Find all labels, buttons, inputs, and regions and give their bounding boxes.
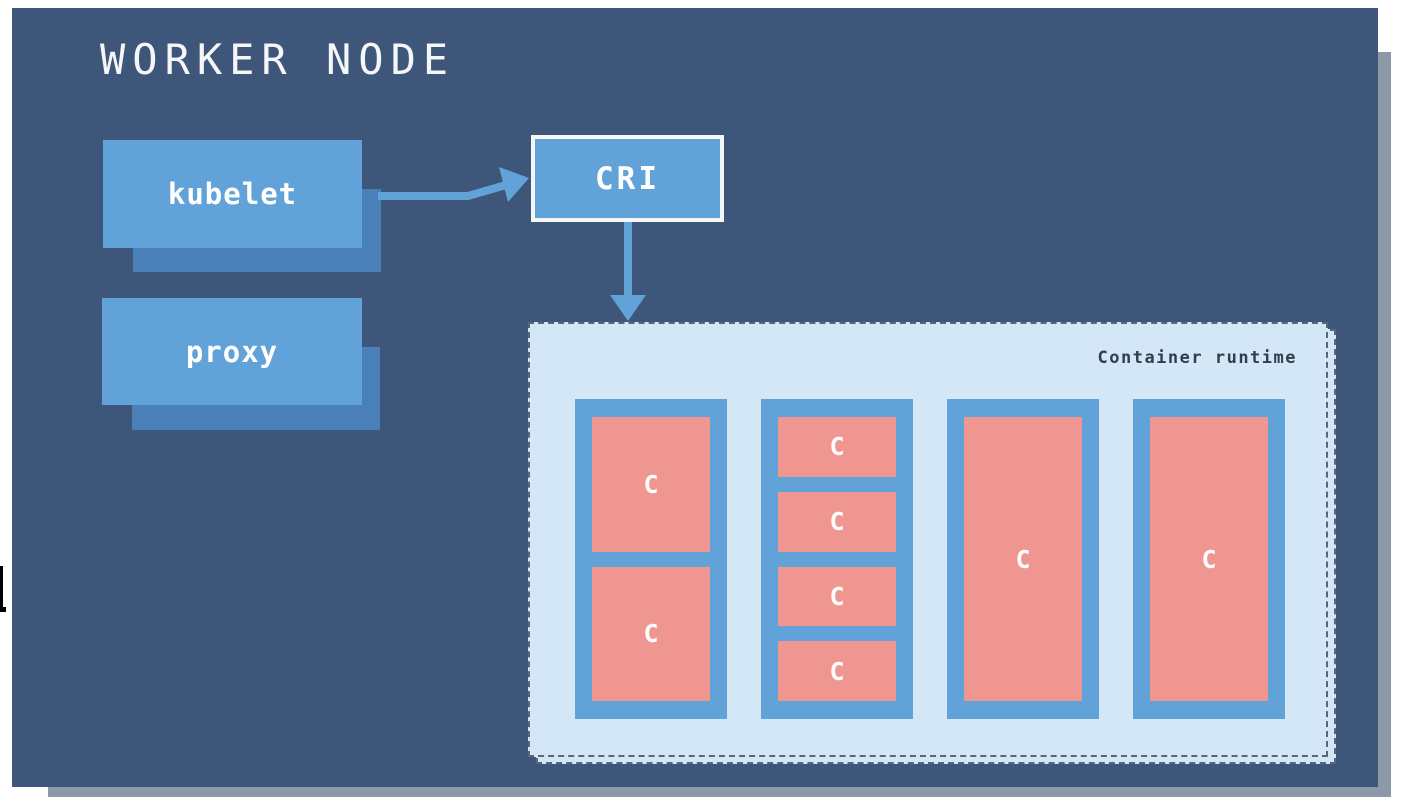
container-box: C [778,641,896,701]
container-box: C [964,417,1082,701]
proxy-node: proxy [102,298,362,405]
cutoff-cursor-mark [0,566,3,607]
pod-4: C [1133,399,1285,719]
worker-node-title: WORKER NODE [100,35,456,84]
pod-3: C [947,399,1099,719]
container-box: C [778,566,896,627]
cri-node: CRI [531,135,724,222]
container-box: C [778,491,896,552]
kubelet-node: kubelet [103,140,362,248]
container-box: C [1150,417,1268,701]
worker-node-frame: WORKER NODE kubelet proxy CRI Container … [12,8,1378,787]
container-box: C [778,417,896,477]
container-box: C [592,566,710,701]
cutoff-cursor-underline [0,607,6,612]
container-box: C [592,417,710,552]
container-runtime-label: Container runtime [1097,348,1297,368]
